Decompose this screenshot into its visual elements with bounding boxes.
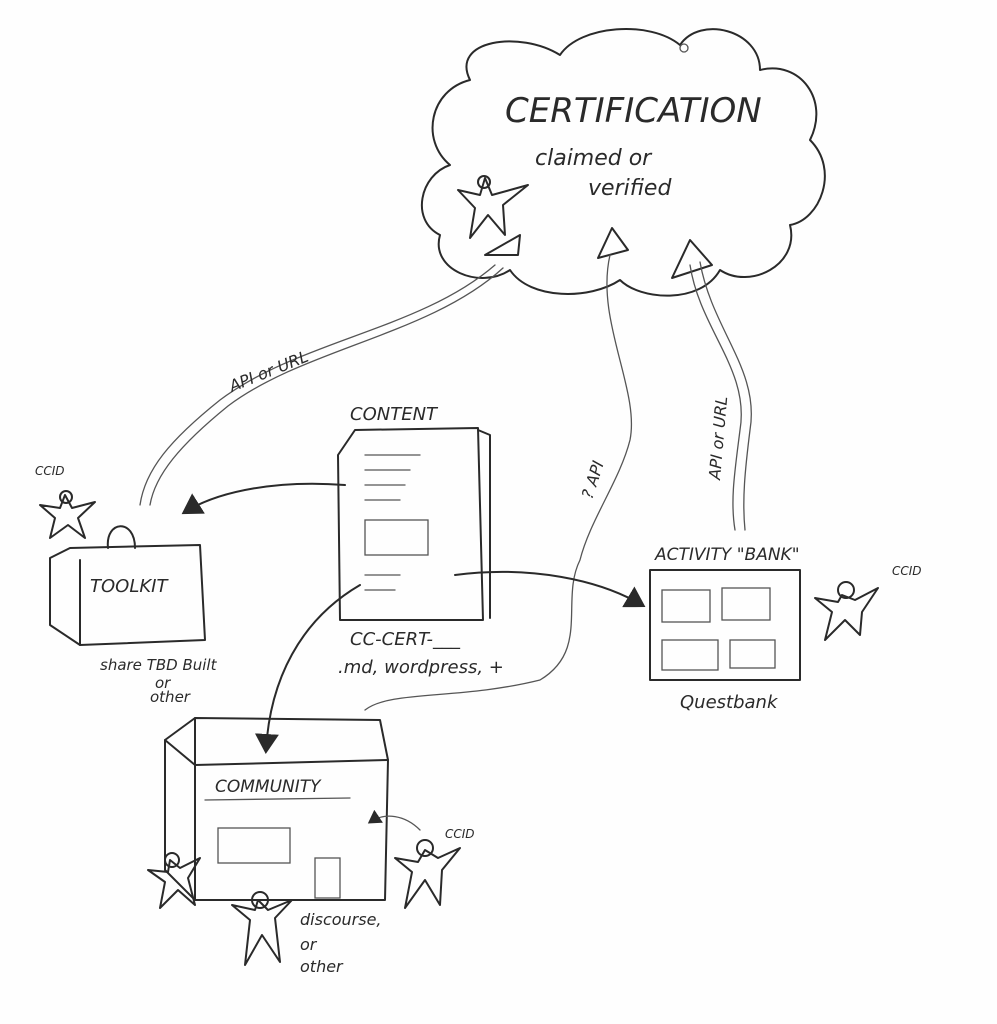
content-to-community-arrow — [254, 584, 361, 754]
content-title: CONTENT — [350, 404, 439, 425]
cloud-line2: verified — [588, 176, 672, 201]
toolkit-note1: share TBD Built — [100, 656, 218, 674]
connector-triangle-icon — [671, 239, 713, 279]
connector-triangle-icon — [597, 227, 629, 259]
person-star-icon — [457, 177, 529, 239]
content-caption1: CC-CERT-___ — [350, 629, 461, 650]
toolkit-note2: or — [155, 674, 171, 692]
community-note1: discourse, — [300, 910, 382, 929]
toolkit-cert-link — [139, 264, 496, 506]
activity-cert-link-api — [364, 254, 632, 711]
community-note3: other — [300, 957, 344, 976]
connector-triangle-icon — [484, 234, 521, 256]
community-building: COMMUNITY CCID discourse, or other — [147, 717, 475, 976]
activity-caption: Questbank — [680, 692, 779, 713]
certification-cloud: CERTIFICATION claimed or verified — [421, 28, 826, 297]
cloud-title: CERTIFICATION — [505, 91, 762, 131]
person-star-icon — [39, 494, 96, 539]
person-star-icon — [814, 587, 879, 641]
activity-bank: ACTIVITY "BANK" Questbank CCID — [649, 545, 922, 713]
activity-cert-label-api: ? API — [578, 458, 608, 501]
community-note2: or — [300, 935, 318, 954]
person-star-icon — [147, 857, 201, 909]
community-title: COMMUNITY — [215, 777, 322, 797]
activity-cert-link-url — [689, 264, 742, 531]
toolkit-cert-label: API or URL — [225, 347, 311, 396]
activity-cert-label-url: API or URL — [705, 395, 731, 481]
person-star-icon — [394, 847, 461, 909]
cloud-line1: claimed or — [535, 146, 653, 171]
activity-title: ACTIVITY "BANK" — [654, 545, 800, 565]
content-to-toolkit-arrow — [181, 482, 346, 515]
community-ccid: CCID — [445, 827, 475, 841]
toolkit-ccid: CCID — [35, 464, 65, 478]
content-document: CONTENT CC-CERT-___ .md, wordpress, + — [337, 404, 504, 678]
content-to-activity-arrow — [454, 570, 646, 608]
toolkit-note3: other — [150, 688, 191, 706]
person-star-icon — [231, 899, 293, 966]
activity-ccid: CCID — [892, 564, 922, 578]
content-caption2: .md, wordpress, + — [338, 657, 504, 678]
toolkit: CCID TOOLKIT share TBD Built or other — [35, 464, 218, 706]
toolkit-title: TOOLKIT — [90, 576, 169, 597]
